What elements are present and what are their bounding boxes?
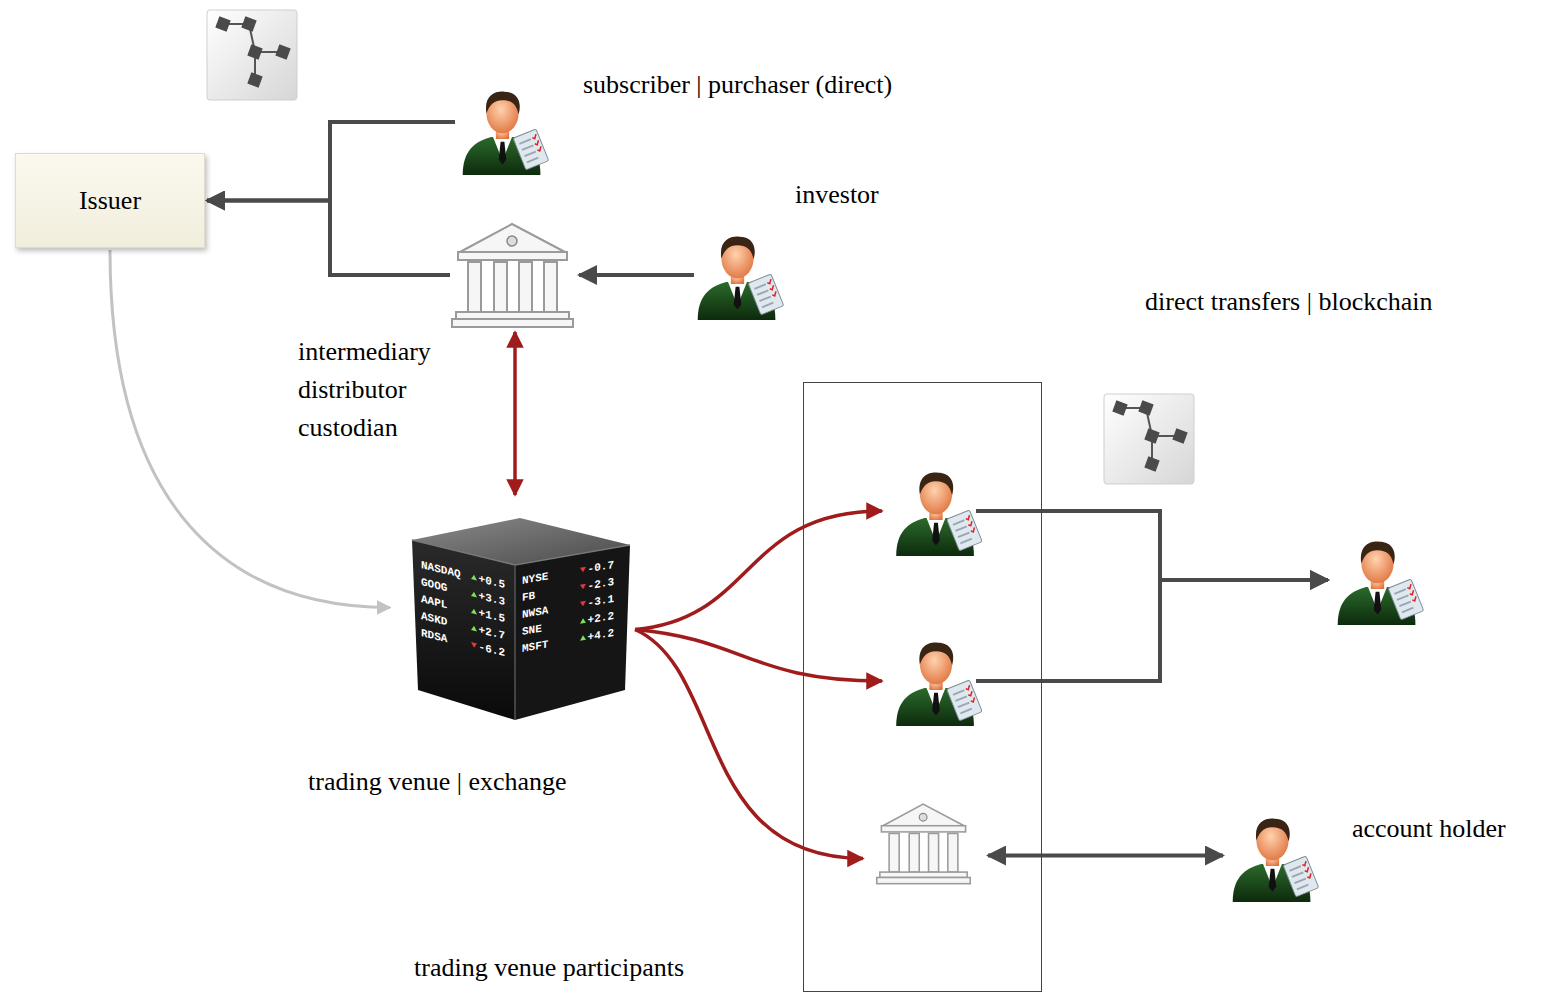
- trend-arrow: [471, 642, 477, 648]
- trend-arrow: [471, 591, 477, 597]
- trend-arrow: [471, 608, 477, 614]
- node-label: subscriber | purchaser (direct): [583, 66, 892, 104]
- connector: [207, 201, 450, 276]
- person-icon: subscriber | purchaser (direct): [455, 85, 550, 175]
- node-label: account holder: [1352, 810, 1506, 848]
- connector: [976, 580, 1328, 681]
- connector: [513, 332, 517, 495]
- node-label: investor: [795, 176, 879, 214]
- ticker-text: SNE: [522, 622, 542, 637]
- ticker-text: +1.5: [479, 606, 505, 624]
- bank-icon: [861, 801, 986, 886]
- person-icon: [886, 636, 986, 726]
- ticker-text: FB: [522, 589, 535, 603]
- person-icon: account holder: [1225, 812, 1320, 902]
- connector: [635, 630, 863, 859]
- ticker-text: NWSA: [522, 604, 548, 621]
- ticker-text: RDSA: [421, 627, 447, 645]
- ticker-text: AAPL: [421, 593, 447, 611]
- connector: [635, 511, 882, 630]
- node-label: intermediary distributor custodian: [298, 333, 458, 447]
- ticker-text: GOOG: [421, 576, 447, 594]
- ticker-value: -3.1: [580, 592, 614, 610]
- ticker-text: +3.3: [479, 589, 505, 607]
- ticker-value: +1.5: [471, 604, 505, 624]
- trend-arrow: [580, 635, 586, 641]
- blockchain-icon: [207, 10, 297, 100]
- connector: [579, 273, 694, 277]
- ticker-text: ASKD: [421, 610, 447, 628]
- node-label: trading venue | exchange: [308, 763, 567, 801]
- ticker-value: +4.2: [580, 626, 614, 644]
- connector: [207, 122, 455, 201]
- connector: [988, 854, 1223, 858]
- ticker-text: +2.2: [588, 609, 614, 626]
- connector: [976, 511, 1328, 580]
- annotation: direct transfers | blockchain: [1145, 287, 1432, 317]
- box-label: Issuer: [79, 182, 141, 220]
- person-icon: [886, 466, 986, 556]
- ticker-text: -2.3: [588, 575, 614, 592]
- node-label: trading venue participants: [414, 949, 684, 987]
- ticker-text: -6.2: [479, 640, 505, 658]
- ticker-text: NYSE: [522, 570, 548, 587]
- ticker-value: +3.3: [471, 587, 505, 607]
- trend-arrow: [580, 567, 586, 573]
- issuer-box: Issuer: [15, 153, 205, 248]
- ticker-value: -0.7: [580, 558, 614, 576]
- ticker-value: -2.3: [580, 575, 614, 593]
- connector: [635, 630, 882, 682]
- trend-arrow: [580, 601, 586, 607]
- ticker-face: NYSE -0.7FB -2.3NWSA -3.1SNE +2.2MSFT +4.2: [522, 556, 614, 657]
- ticker-value: +2.7: [471, 621, 505, 641]
- trend-arrow: [471, 625, 477, 631]
- person-icon: investor: [690, 230, 785, 320]
- trend-arrow: [580, 618, 586, 624]
- ticker-text: +4.2: [588, 626, 614, 643]
- ticker-text: -0.7: [588, 558, 614, 575]
- trend-arrow: [471, 574, 477, 580]
- ticker-text: MSFT: [522, 638, 548, 655]
- ticker-text: -3.1: [588, 592, 614, 609]
- participants-region: trading venue participants: [803, 382, 1042, 992]
- ticker-text: +2.7: [479, 623, 505, 641]
- ticker-value: +2.2: [580, 609, 614, 627]
- person-icon: [1330, 535, 1425, 625]
- ticker-text: +0.5: [479, 572, 505, 590]
- trend-arrow: [580, 584, 586, 590]
- bank-icon: intermediary distributor custodian: [450, 220, 575, 330]
- blockchain-icon: [1104, 394, 1194, 484]
